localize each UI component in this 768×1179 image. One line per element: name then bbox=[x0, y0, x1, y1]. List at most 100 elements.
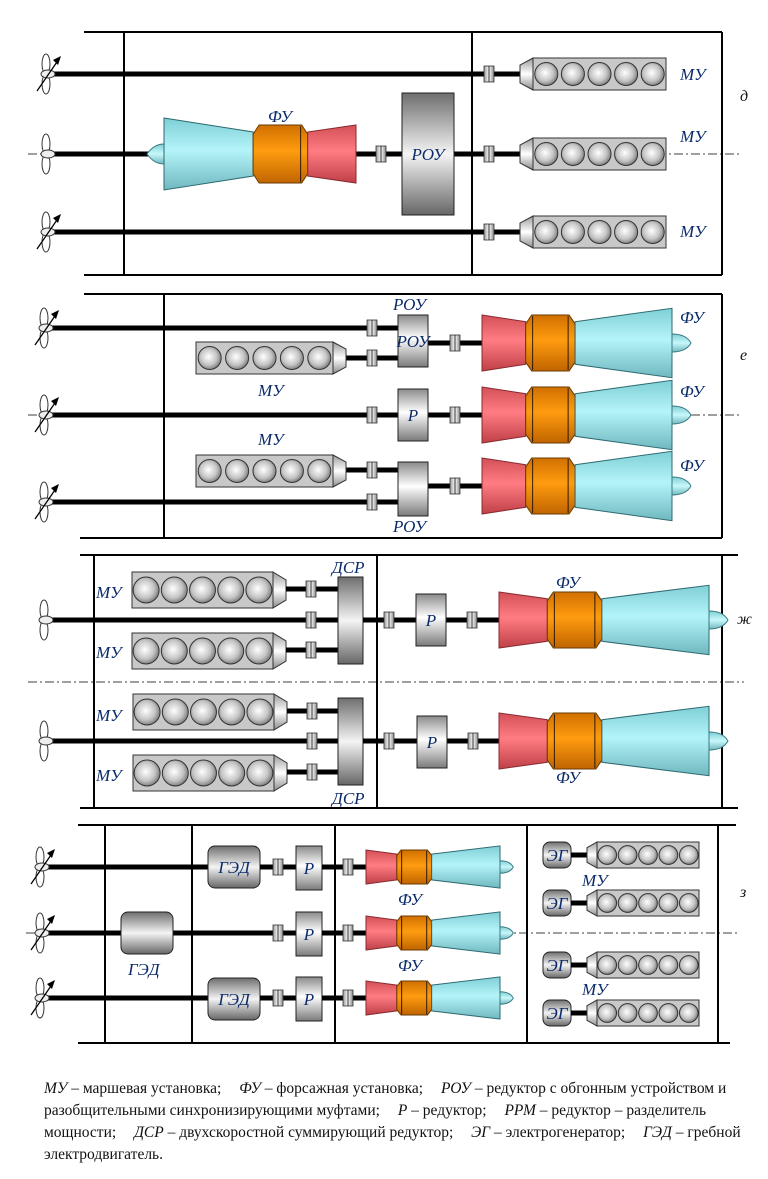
fu-cold-section bbox=[574, 379, 673, 451]
engine-output-cone bbox=[273, 693, 288, 731]
fu-nose-cone bbox=[499, 991, 514, 1005]
fu-cold-section bbox=[601, 705, 710, 777]
engine-cylinder bbox=[597, 1003, 618, 1023]
legend-abbreviation: ЭГ bbox=[471, 1124, 491, 1141]
fixed-pitch-propeller-icon bbox=[40, 133, 56, 175]
reducer-r-label: Р bbox=[303, 859, 314, 878]
pitch-arrow-head bbox=[51, 484, 59, 493]
coupling-icon bbox=[342, 858, 354, 876]
coupling-icon bbox=[467, 732, 479, 750]
legend-abbreviation: ДСР bbox=[134, 1124, 164, 1141]
ged-label: ГЭД bbox=[127, 960, 161, 979]
engine-cylinder bbox=[678, 955, 699, 975]
engine-cylinder bbox=[638, 1003, 658, 1023]
coupling-icon bbox=[272, 858, 284, 876]
pitch-arrow-head bbox=[47, 980, 55, 989]
coupling-icon bbox=[272, 924, 284, 942]
engine-cylinder bbox=[658, 893, 679, 913]
pitch-arrow-head bbox=[47, 849, 55, 858]
legend-abbreviation: РОУ bbox=[440, 1080, 471, 1097]
engine-output-cone bbox=[519, 215, 534, 249]
reducer-r: Р bbox=[295, 911, 323, 957]
legend-abbreviation: РРМ bbox=[504, 1102, 536, 1119]
rou-label: РОУ bbox=[392, 517, 428, 536]
coupling-icon bbox=[483, 145, 495, 163]
fu-core-section bbox=[252, 124, 309, 184]
engine-cylinder bbox=[587, 219, 612, 245]
engine-cylinder bbox=[218, 698, 246, 726]
pitch-arrow-shaft bbox=[34, 399, 58, 433]
marching-engine-mu bbox=[132, 754, 288, 792]
engine-output-cone bbox=[586, 889, 598, 917]
engine-cylinder bbox=[597, 845, 618, 865]
engine-cylinder bbox=[246, 759, 274, 787]
fu-hot-section bbox=[365, 849, 398, 885]
fu-cold-section bbox=[574, 307, 673, 379]
marching-engine-mu bbox=[519, 57, 667, 91]
afterburner-turbine-fu bbox=[365, 845, 514, 889]
pitch-arrow-shaft bbox=[30, 851, 54, 885]
coupling-icon bbox=[375, 145, 387, 163]
coupling-icon bbox=[366, 493, 378, 511]
reducer-rou-body bbox=[401, 92, 455, 216]
section-label: з bbox=[739, 884, 746, 901]
fu-label: ФУ bbox=[398, 956, 424, 975]
engine-cylinder bbox=[217, 637, 245, 665]
marching-engine-mu bbox=[131, 632, 287, 670]
controllable-pitch-propeller-icon bbox=[36, 53, 61, 95]
fu-label: ФУ bbox=[680, 382, 706, 401]
controllable-pitch-propeller-icon bbox=[34, 394, 59, 436]
coupling-icon bbox=[366, 461, 378, 479]
reducer-r: Р bbox=[415, 593, 447, 647]
reducer-rou bbox=[397, 461, 429, 517]
fu-core-section bbox=[525, 457, 576, 515]
engine-cylinder bbox=[160, 576, 188, 604]
engine-cylinder bbox=[638, 955, 658, 975]
fu-nose-cone bbox=[671, 333, 692, 353]
engine-cylinder bbox=[217, 576, 245, 604]
propeller-hub bbox=[38, 615, 54, 625]
controllable-pitch-propeller-icon bbox=[30, 977, 55, 1019]
coupling-icon bbox=[342, 989, 354, 1007]
engine-cylinder bbox=[534, 61, 559, 87]
fu-core-section bbox=[525, 386, 576, 444]
engine-output-cone bbox=[519, 137, 534, 171]
coupling-icon bbox=[306, 763, 318, 781]
pitch-arrow-head bbox=[53, 56, 61, 65]
fu-hot-section bbox=[481, 457, 527, 515]
engine-cylinder bbox=[160, 637, 188, 665]
coupling-icon bbox=[306, 732, 318, 750]
afterburner-turbine-fu bbox=[146, 117, 357, 191]
legend-item: Р – редуктор; bbox=[398, 1102, 487, 1119]
fu-label: ФУ bbox=[556, 573, 582, 592]
propulsion-motor-ged-label: ГЭД bbox=[217, 858, 251, 877]
marching-engine-mu bbox=[586, 889, 700, 917]
engine-cylinder bbox=[617, 955, 638, 975]
reducer-rou-label: РОУ bbox=[396, 332, 432, 351]
engine-output-cone bbox=[586, 951, 598, 979]
electric-generator-eg: ЭГ bbox=[542, 951, 572, 979]
engine-cylinder bbox=[161, 698, 189, 726]
legend-abbreviation: МУ bbox=[44, 1080, 68, 1097]
mu-label: МУ bbox=[679, 127, 708, 146]
legend-description: – редуктор; bbox=[407, 1102, 487, 1119]
engine-cylinder bbox=[252, 458, 277, 484]
engine-cylinder bbox=[307, 345, 332, 371]
fu-label: ФУ bbox=[680, 456, 706, 475]
marching-engine-mu bbox=[131, 571, 287, 609]
dsr-label: ДСР bbox=[330, 558, 365, 577]
engine-cylinder bbox=[245, 576, 273, 604]
dsr-label: ДСР bbox=[330, 789, 365, 808]
legend-description: – форсажная установка; bbox=[260, 1080, 424, 1097]
reducer-r-body bbox=[416, 715, 448, 769]
mu-label: МУ bbox=[679, 222, 708, 241]
engine-cylinder bbox=[190, 759, 217, 787]
fu-cold-section bbox=[601, 584, 710, 656]
fu-nose-cone bbox=[708, 731, 729, 751]
controllable-pitch-propeller-icon bbox=[34, 481, 59, 523]
engine-output-cone bbox=[272, 632, 287, 670]
reducer-r-label: Р bbox=[303, 925, 314, 944]
